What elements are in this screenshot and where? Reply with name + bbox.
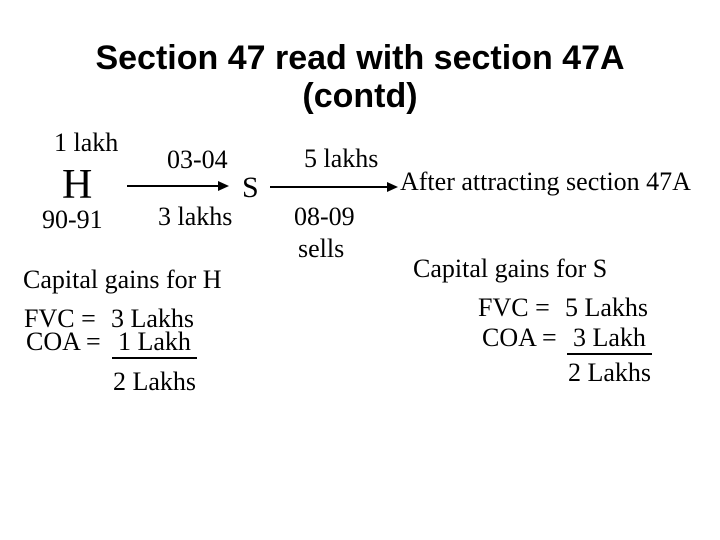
sale-year: 08-09 <box>294 202 355 231</box>
capital-gains-s-heading: Capital gains for S <box>413 254 608 283</box>
transfer-amount: 3 lakhs <box>158 202 233 231</box>
slide-title: Section 47 read with section 47A (contd) <box>0 39 720 115</box>
capital-gains-h-coa-label: COA = <box>26 327 101 356</box>
capital-gains-s-coa-value: 3 Lakh <box>567 325 652 355</box>
h-node-holding: 1 lakh <box>54 128 119 157</box>
capital-gains-h-coa-value: 1 Lakh <box>112 329 197 359</box>
outcome-label: After attracting section 47A <box>400 167 691 196</box>
capital-gains-s-fvc-value: 5 Lakhs <box>565 293 649 322</box>
sale-amount: 5 lakhs <box>304 144 379 173</box>
h-node-label: H <box>62 162 93 208</box>
h-node-year: 90-91 <box>42 205 103 234</box>
sale-action: sells <box>298 234 345 263</box>
right-arrow-h-to-s-icon <box>127 181 229 191</box>
slide-title-line1: Section 47 read with section 47A <box>95 39 625 77</box>
s-node-label: S <box>242 171 259 204</box>
capital-gains-h-heading: Capital gains for H <box>23 265 222 294</box>
slide-title-line2: (contd) <box>302 77 418 115</box>
right-arrow-s-to-outcome-icon <box>270 182 398 192</box>
capital-gains-s-fvc-label: FVC = <box>478 293 550 322</box>
capital-gains-h-net-value: 2 Lakhs <box>113 367 197 396</box>
capital-gains-h-fvc-label: FVC = <box>24 304 96 333</box>
capital-gains-s-coa-label: COA = <box>482 323 557 352</box>
capital-gains-h-fvc-value: 3 Lakhs <box>111 304 195 333</box>
capital-gains-s-net-value: 2 Lakhs <box>568 358 652 387</box>
transfer-year: 03-04 <box>167 145 228 174</box>
